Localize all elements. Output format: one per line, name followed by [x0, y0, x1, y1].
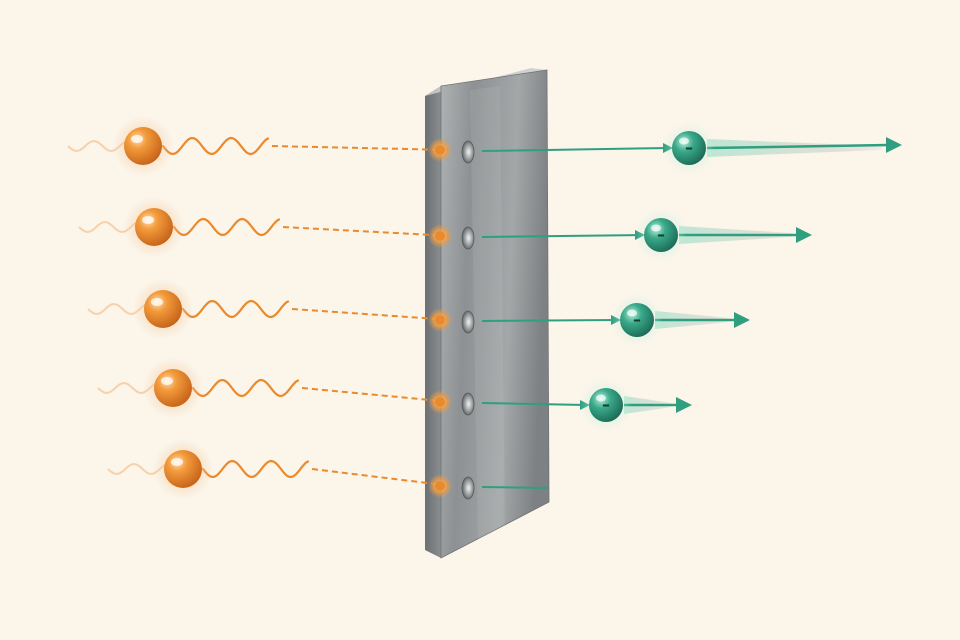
electron-charge-symbol: –	[602, 395, 610, 414]
photon-dashed-path	[291, 308, 453, 321]
electron-highlight	[679, 137, 689, 145]
photon-wave	[161, 136, 270, 156]
arrowhead-icon	[886, 137, 902, 153]
photon-highlight	[142, 216, 154, 224]
photon-dashed-path	[271, 145, 453, 151]
plate-holes	[461, 140, 475, 500]
electron-highlight	[651, 224, 661, 232]
electron-emission: –	[481, 294, 750, 346]
photon-sphere-icon	[124, 127, 162, 165]
metal-plate	[425, 68, 550, 559]
photon-dashed-path	[282, 226, 453, 237]
photon-beams	[67, 116, 453, 499]
photon-highlight	[161, 377, 173, 385]
electron-emission	[481, 486, 549, 489]
photon-highlight	[171, 458, 183, 466]
arrowhead-icon	[734, 312, 750, 328]
photon-beam	[97, 358, 453, 418]
electron-path-line	[481, 402, 587, 406]
plate-hole	[461, 140, 475, 164]
photon-highlight	[151, 298, 163, 306]
electron-emission: –	[481, 209, 812, 261]
arrowhead-icon	[676, 397, 692, 413]
electron-emission: –	[481, 379, 692, 431]
photon-highlight	[131, 135, 143, 143]
arrowhead-icon	[796, 227, 812, 243]
photon-sphere-icon	[154, 369, 192, 407]
electron-highlight	[596, 394, 606, 402]
electron-charge-symbol: –	[633, 310, 641, 329]
electron-path-line	[481, 486, 549, 489]
electron-charge-symbol: –	[685, 138, 693, 157]
photon-sphere-icon	[164, 450, 202, 488]
photon-impact-dot	[435, 397, 445, 407]
electron-path-line	[481, 319, 618, 322]
photon-impact-dot	[435, 145, 445, 155]
photon-wave	[191, 378, 300, 398]
photon-impact-dot	[435, 231, 445, 241]
plate-hole	[461, 310, 475, 334]
electron-emissions: – – – –	[481, 122, 902, 489]
plate-hole	[461, 226, 475, 250]
photon-beam	[78, 197, 453, 257]
photon-dashed-path	[311, 468, 453, 487]
photon-wave	[172, 217, 281, 237]
photon-beam	[107, 439, 453, 499]
electron-velocity-arrow	[706, 143, 889, 150]
photon-impact-dot	[435, 315, 445, 325]
photon-beam	[87, 279, 453, 339]
electron-motion-trail	[707, 139, 882, 157]
electron-path-line	[481, 234, 642, 238]
plate-hole	[461, 476, 475, 500]
metal-plate-top	[425, 68, 547, 96]
electron-emission: –	[481, 122, 902, 174]
metal-plate-highlight	[470, 86, 505, 545]
photon-impact-dot	[435, 481, 445, 491]
electron-path-line	[481, 147, 670, 152]
electron-highlight	[627, 309, 637, 317]
photon-beam	[67, 116, 453, 176]
electron-charge-symbol: –	[657, 225, 665, 244]
photon-sphere-icon	[135, 208, 173, 246]
photon-dashed-path	[301, 387, 453, 403]
photon-wave	[181, 299, 290, 319]
photon-sphere-icon	[144, 290, 182, 328]
photon-wave	[201, 459, 310, 479]
plate-hole	[461, 392, 475, 416]
